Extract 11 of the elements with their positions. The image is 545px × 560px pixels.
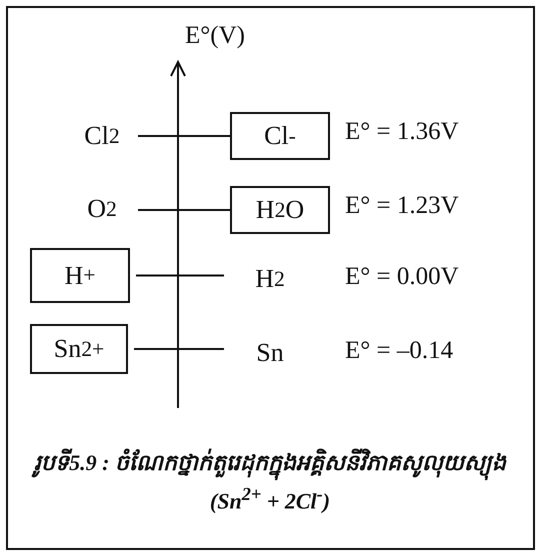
axis-label: E°(V): [185, 22, 245, 50]
potential-value: E° = –0.14: [345, 337, 454, 365]
level-line: [138, 209, 230, 211]
figure-caption: រូបទី5.9 : ចំណែកថ្នាក់តួរេដុកក្នុងអគ្គិសនីវិភាគសូលុយស្យុង (Sn$^{2+}$ + 2Cl$^{-}$): [30, 445, 510, 519]
level-line: [134, 348, 224, 350]
species-label: Sn: [240, 332, 300, 374]
level-line: [136, 274, 224, 276]
potential-value: E° = 1.36V: [345, 118, 459, 146]
potential-value: E° = 1.23V: [345, 192, 459, 220]
potential-value: E° = 0.00V: [345, 263, 459, 291]
level-line: [138, 135, 230, 137]
